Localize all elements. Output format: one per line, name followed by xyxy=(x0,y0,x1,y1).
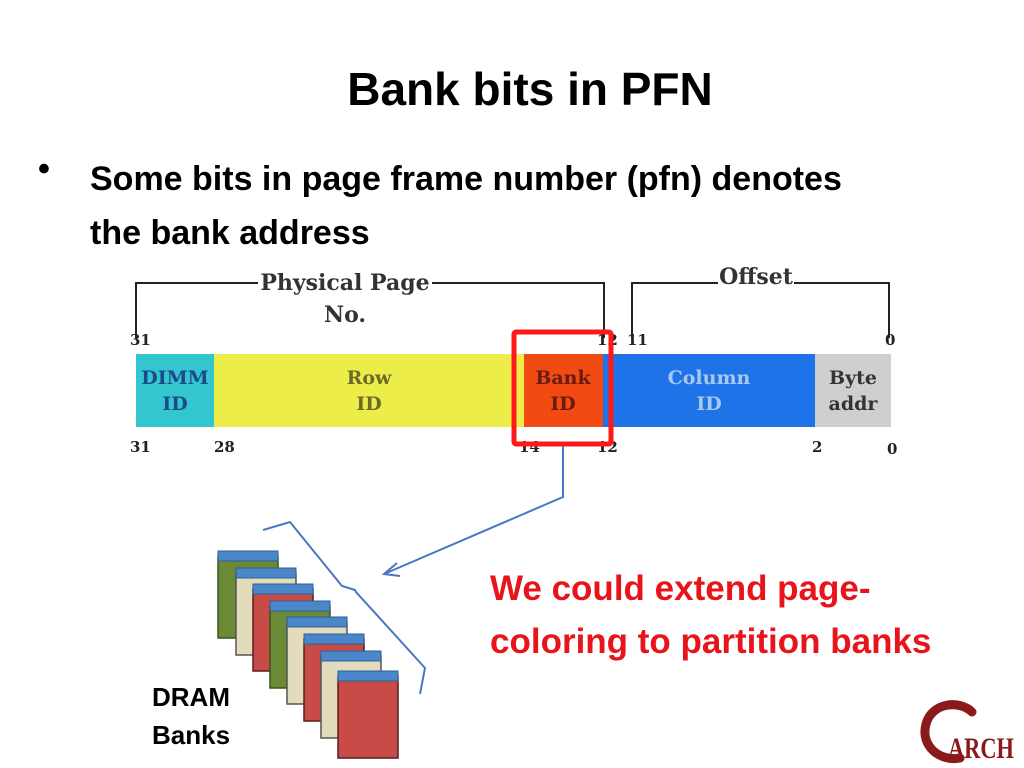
field-column-box xyxy=(603,354,815,427)
field-row-box xyxy=(214,354,524,427)
top-bit-31: 31 xyxy=(130,331,151,349)
top-bit-11: 11 xyxy=(627,331,648,349)
bottom-bit-0: 0 xyxy=(887,440,897,458)
bullet-line-2: the bank address xyxy=(90,214,370,252)
field-byte-line2: addr xyxy=(829,393,879,415)
address-fields xyxy=(136,354,891,427)
dram-label-line2: Banks xyxy=(152,720,231,750)
physical-page-label-line2: No. xyxy=(324,302,366,328)
dram-label-line1: DRAM xyxy=(152,682,230,712)
field-bank-line2: ID xyxy=(550,393,575,415)
field-dimm-line1: DIMM xyxy=(141,367,208,389)
bottom-bit-14: 14 xyxy=(519,438,540,456)
field-row-line2: ID xyxy=(356,393,381,415)
field-dimm-box xyxy=(136,354,214,427)
slide-title: Bank bits in PFN xyxy=(347,63,713,115)
partition-note: We could extend page- coloring to partit… xyxy=(490,562,1010,668)
bank-stack-bracket xyxy=(262,520,427,695)
offset-label: Offset xyxy=(719,264,794,290)
logo-swoosh xyxy=(920,700,977,764)
field-column-line2: ID xyxy=(696,393,721,415)
bottom-bit-2: 2 xyxy=(812,438,822,456)
bullet-marker: • xyxy=(38,150,50,188)
dram-banks-label: DRAM Banks xyxy=(152,678,230,754)
field-byte-line1: Byte xyxy=(829,367,877,389)
bank-highlight-box xyxy=(511,329,614,447)
physical-page-label-line1: Physical Page xyxy=(260,270,429,296)
field-bank-box xyxy=(524,354,603,427)
field-byte-box xyxy=(815,354,891,427)
field-row-line1: Row xyxy=(347,367,392,389)
field-dimm-line2: ID xyxy=(162,393,187,415)
arch-logo: ARCH xyxy=(920,700,1014,765)
physical-page-bracket xyxy=(135,282,605,338)
bottom-bit-28: 28 xyxy=(214,438,235,456)
offset-bracket xyxy=(631,282,890,338)
dram-bank-stack xyxy=(217,550,399,759)
bullet-text: Some bits in page frame number (pfn) den… xyxy=(90,152,990,260)
partition-note-line1: We could extend page- xyxy=(490,569,871,608)
field-bank-line1: Bank xyxy=(535,367,591,389)
bottom-bit-12: 12 xyxy=(597,438,618,456)
field-column-line1: Column xyxy=(668,367,751,389)
bullet-line-1: Some bits in page frame number (pfn) den… xyxy=(90,160,842,198)
dram-bank-8 xyxy=(337,670,399,759)
top-bit-0: 0 xyxy=(885,331,895,349)
partition-note-line2: coloring to partition banks xyxy=(490,622,932,661)
bank-arrow xyxy=(381,446,564,577)
bottom-bit-31: 31 xyxy=(130,438,151,456)
logo-text: ARCH xyxy=(948,732,1014,765)
